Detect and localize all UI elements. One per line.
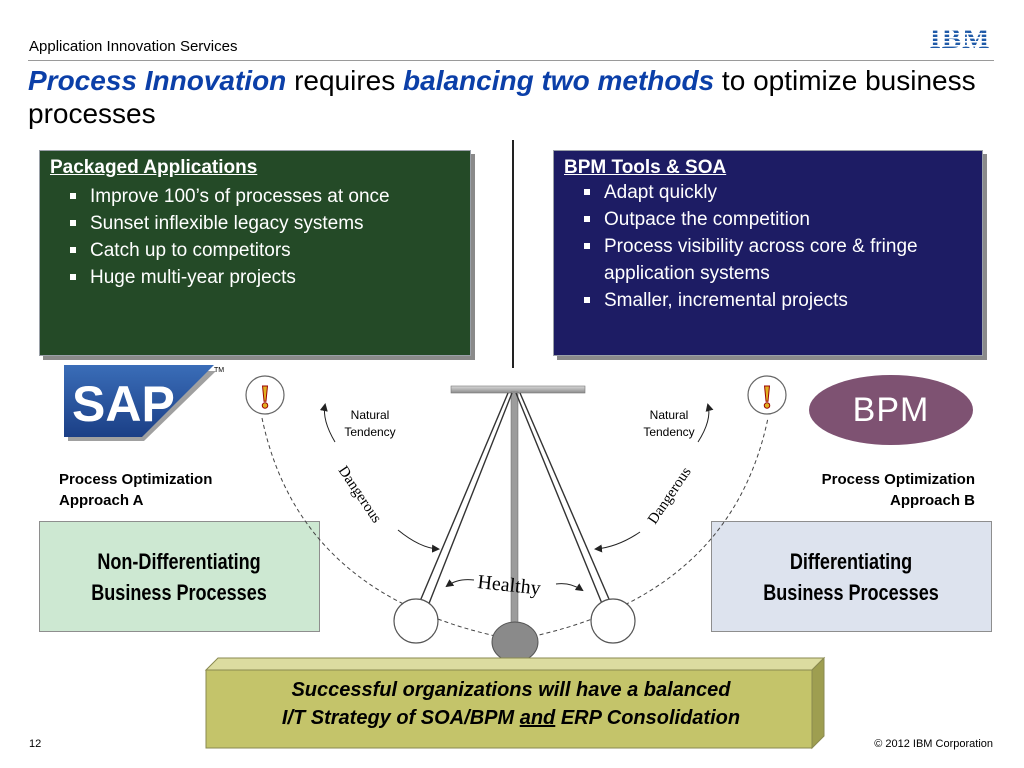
list-item-text: Catch up to competitors bbox=[90, 240, 291, 261]
list-item: Catch up to competitors bbox=[68, 237, 458, 264]
natural-arrow-right bbox=[697, 403, 714, 443]
header-divider bbox=[28, 60, 994, 61]
bullet-icon bbox=[584, 216, 590, 222]
pendulum-ball-center bbox=[491, 621, 539, 663]
title-emphasis-1: Process Innovation bbox=[28, 65, 287, 96]
banner-line1: Successful organizations will have a bal… bbox=[291, 679, 731, 701]
bullet-icon bbox=[584, 243, 590, 249]
banner-front-face bbox=[205, 669, 813, 749]
list-item: Outpace the competition bbox=[582, 206, 972, 233]
approach-a-line2: Approach A bbox=[59, 492, 144, 509]
approach-a-line1: Process Optimization bbox=[59, 471, 213, 488]
natural-arrow-left bbox=[319, 403, 336, 443]
bullet-icon bbox=[70, 193, 76, 199]
list-item: Process visibility across core & fringe … bbox=[582, 233, 972, 287]
banner-line2: I/T Strategy of SOA/BPM and ERP Consolid… bbox=[214, 704, 808, 732]
box-title: Packaged Applications bbox=[50, 157, 258, 178]
list-item: Adapt quickly bbox=[582, 179, 972, 206]
box-title: BPM Tools & SOA bbox=[564, 157, 727, 178]
bullet-list: Improve 100’s of processes at once Sunse… bbox=[68, 183, 458, 291]
list-item-text: Smaller, incremental projects bbox=[604, 290, 848, 311]
ibm-stripes bbox=[926, 29, 994, 47]
list-item: Sunset inflexible legacy systems bbox=[68, 210, 458, 237]
dangerous-arrow-left bbox=[397, 529, 440, 553]
pendulum-ball-right bbox=[590, 598, 636, 644]
warning-icon-left: ! bbox=[245, 375, 285, 417]
differentiating-box: Differentiating Business Processes bbox=[711, 521, 992, 632]
section-label: Application Innovation Services bbox=[29, 38, 238, 55]
list-item: Improve 100’s of processes at once bbox=[68, 183, 458, 210]
bullet-list: Adapt quickly Outpace the competition Pr… bbox=[582, 179, 972, 314]
banner-line2-pre: I/T Strategy of SOA/BPM bbox=[281, 707, 520, 729]
healthy-arrow-right bbox=[555, 583, 584, 592]
bullet-icon bbox=[70, 220, 76, 226]
list-item: Huge multi-year projects bbox=[68, 264, 458, 291]
sap-trademark: TM bbox=[214, 367, 224, 374]
bpm-badge-text: BPM bbox=[852, 390, 930, 429]
packaged-applications-box: Packaged Applications Improve 100’s of p… bbox=[39, 150, 471, 356]
pendulum-ball-left bbox=[393, 598, 439, 644]
list-item-text: Improve 100’s of processes at once bbox=[90, 186, 390, 207]
bullet-icon bbox=[584, 189, 590, 195]
list-item-text: Process visibility across core & fringe … bbox=[604, 236, 918, 284]
proc-right-line2: Business Processes bbox=[763, 579, 940, 605]
banner-top-face bbox=[204, 657, 826, 671]
pendulum-string-left bbox=[417, 392, 509, 607]
dangerous-label-right: Dangerous bbox=[645, 464, 695, 527]
proc-left-line1: Non-Differentiating bbox=[97, 548, 262, 574]
natural-label-left-2: Tendency bbox=[344, 425, 395, 439]
bpm-badge: BPM bbox=[809, 375, 973, 445]
approach-b-line1: Process Optimization bbox=[821, 471, 975, 488]
warning-icon-right: ! bbox=[747, 375, 787, 417]
healthy-label: Healthy bbox=[476, 571, 541, 599]
title-text-2: to optimize business processes bbox=[28, 65, 976, 129]
banner-and-emphasis: and bbox=[519, 707, 556, 729]
warning-mark-left: ! bbox=[259, 379, 270, 416]
approach-b-label: Process Optimization Approach B bbox=[822, 469, 975, 511]
page-number: 12 bbox=[29, 738, 42, 750]
proc-right-line1: Differentiating bbox=[790, 548, 913, 574]
pendulum-string-right-2 bbox=[519, 392, 613, 607]
banner-text: Successful organizations will have a bal… bbox=[214, 676, 808, 732]
list-item: Smaller, incremental projects bbox=[582, 287, 972, 314]
pendulum-string-right bbox=[515, 392, 604, 607]
title-text-1: requires bbox=[286, 65, 404, 96]
approach-a-label: Process Optimization Approach A bbox=[59, 469, 212, 511]
page-title: Process Innovation requires balancing tw… bbox=[28, 64, 988, 130]
center-divider bbox=[512, 140, 514, 368]
pendulum-string-left-2 bbox=[427, 392, 513, 607]
bullet-icon bbox=[70, 274, 76, 280]
bullet-icon bbox=[584, 297, 590, 303]
banner-side-face bbox=[811, 656, 825, 750]
list-item-text: Adapt quickly bbox=[604, 182, 718, 203]
sap-logo: SAP TM bbox=[64, 365, 224, 441]
proc-left-line2: Business Processes bbox=[91, 579, 268, 605]
title-emphasis-2: balancing two methods bbox=[403, 65, 715, 96]
list-item-text: Outpace the competition bbox=[604, 209, 810, 230]
bpm-tools-box: BPM Tools & SOA Adapt quickly Outpace th… bbox=[553, 150, 983, 356]
dangerous-arrow-right bbox=[594, 531, 641, 553]
natural-label-right-2: Tendency bbox=[643, 425, 694, 439]
natural-label-left-1: Natural bbox=[351, 408, 390, 422]
approach-b-line2: Approach B bbox=[889, 492, 975, 509]
non-differentiating-box: Non-Differentiating Business Processes bbox=[39, 521, 320, 632]
list-item-text: Huge multi-year projects bbox=[90, 267, 296, 288]
copyright-text: © 2012 IBM Corporation bbox=[874, 738, 993, 750]
ibm-logo: IBM bbox=[926, 24, 994, 52]
healthy-arrow-left bbox=[445, 579, 475, 588]
dangerous-label-left: Dangerous bbox=[335, 463, 385, 526]
natural-label-right-1: Natural bbox=[650, 408, 689, 422]
sap-logo-text: SAP bbox=[72, 376, 175, 432]
list-item-text: Sunset inflexible legacy systems bbox=[90, 213, 364, 234]
banner-line2-post: ERP Consolidation bbox=[555, 707, 741, 729]
bullet-icon bbox=[70, 247, 76, 253]
warning-mark-right: ! bbox=[761, 379, 772, 416]
